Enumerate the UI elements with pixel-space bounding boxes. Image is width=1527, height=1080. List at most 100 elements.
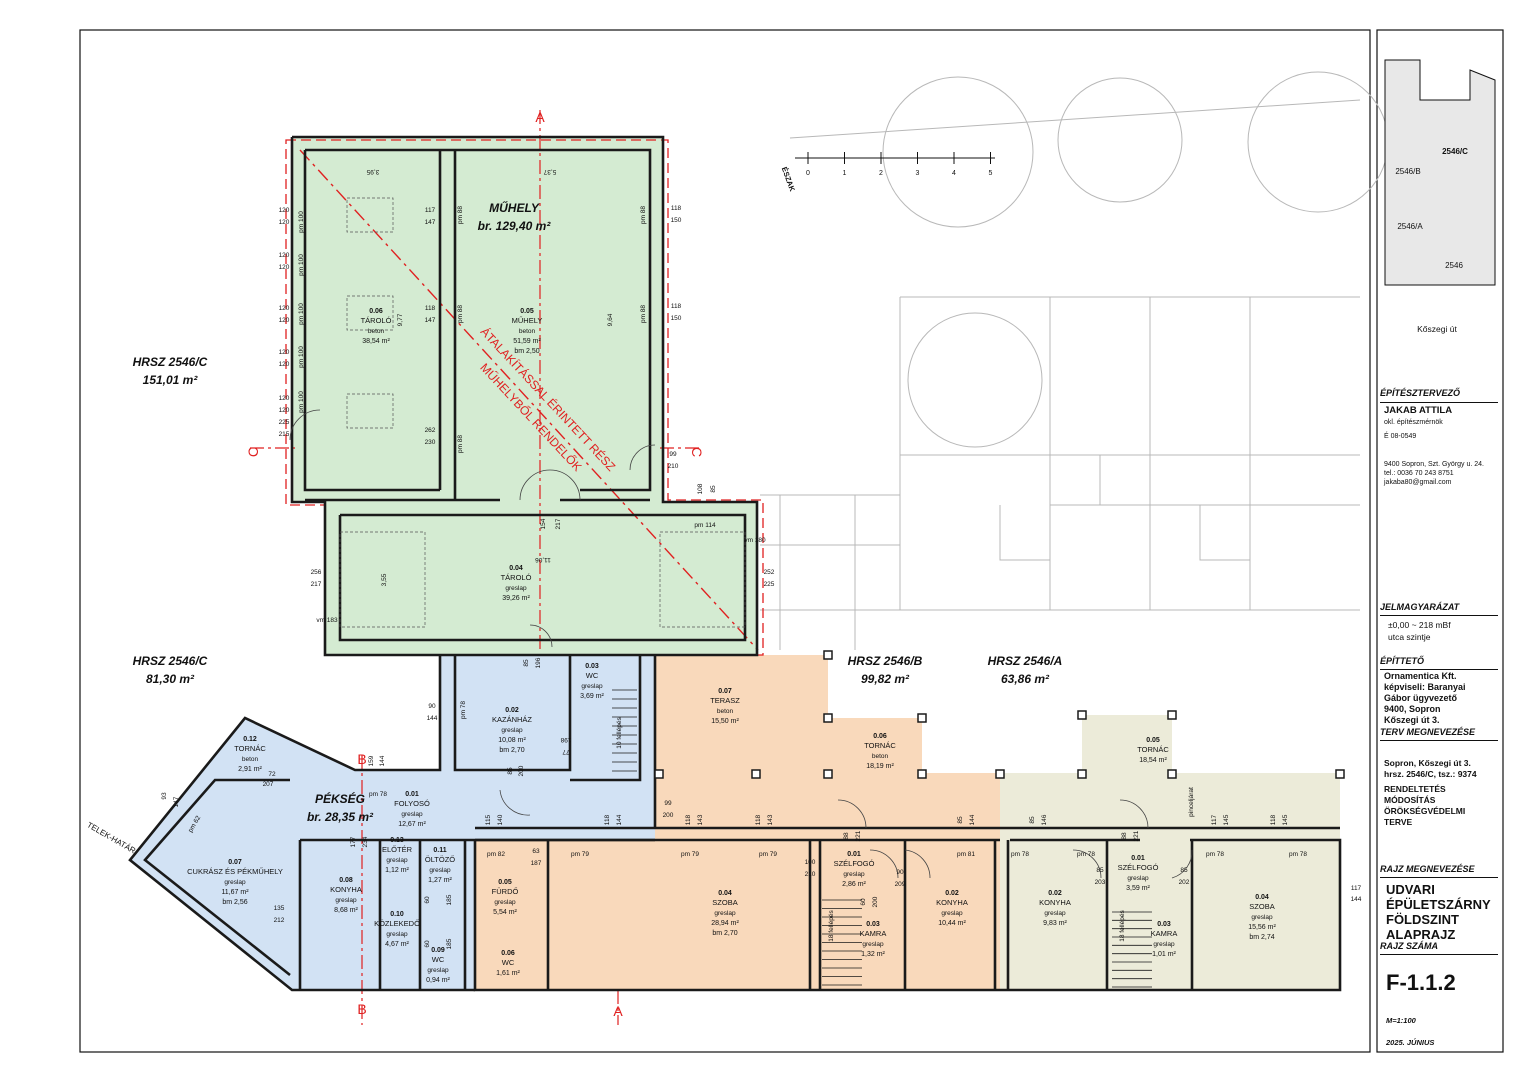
plan-heading: TERV MEGNEVEZÉSE bbox=[1380, 727, 1476, 737]
dimension: 225 bbox=[279, 419, 290, 426]
client-line-3: Gábor ügyvezető bbox=[1384, 693, 1458, 703]
room-name: WC bbox=[502, 958, 515, 967]
room-name: SZÉLFOGÓ bbox=[834, 859, 875, 868]
room-number: 0.02 bbox=[945, 890, 959, 897]
dimension: 147 bbox=[425, 219, 436, 226]
dimension: 72 bbox=[268, 771, 276, 778]
dimension: pm 114 bbox=[694, 522, 716, 529]
dimension: pm 88 bbox=[640, 206, 647, 224]
parcel-area: 81,30 m² bbox=[146, 672, 195, 686]
dimension: 177 bbox=[350, 836, 357, 847]
room-floor: greslap bbox=[335, 897, 357, 904]
dimension: 120 bbox=[279, 349, 290, 356]
dimension: 85 bbox=[957, 816, 964, 824]
section-marker: A bbox=[613, 1003, 623, 1019]
dimension: 85 bbox=[1029, 816, 1036, 824]
room-number: 0.01 bbox=[405, 791, 419, 798]
dimension: 120 bbox=[279, 264, 290, 271]
room-floor: greslap bbox=[224, 879, 246, 886]
dimension: 252 bbox=[764, 569, 775, 576]
rule bbox=[1380, 402, 1498, 403]
room-name: ÖLTÖZŐ bbox=[425, 855, 455, 864]
dimension: pm 88 bbox=[640, 305, 647, 323]
room-name: KÖZLEKEDŐ bbox=[374, 919, 420, 928]
stairs bbox=[612, 689, 1152, 988]
dimension: vm 180 bbox=[744, 537, 766, 544]
dimension: pm 82 bbox=[487, 851, 505, 858]
dimension: 85 bbox=[1096, 867, 1104, 874]
dimension: 88 bbox=[843, 832, 850, 840]
room-area: 9,83 m² bbox=[1043, 920, 1067, 927]
plan-line-1: Sopron, Kőszegi út 3. bbox=[1384, 758, 1471, 768]
room-name: MŰHELY bbox=[512, 316, 543, 325]
room-area: 11,67 m² bbox=[221, 889, 249, 896]
north-label: ÉSZAK bbox=[780, 166, 797, 194]
dimension: 154 bbox=[540, 518, 547, 529]
room-area: 0,94 m² bbox=[426, 977, 450, 984]
dimension: 140 bbox=[497, 814, 504, 825]
room-name: KAMRA bbox=[1151, 929, 1178, 938]
plan-type-3: ÖRÖKSÉGVÉDELMI bbox=[1384, 806, 1466, 816]
room-number: 0.05 bbox=[498, 879, 512, 886]
section-marker: C bbox=[689, 447, 705, 457]
room-name: TÁROLÓ bbox=[361, 316, 392, 325]
room-name: WC bbox=[586, 671, 599, 680]
dimension: pm 100 bbox=[298, 391, 305, 413]
rule bbox=[1380, 877, 1498, 878]
dimension: 3,95 bbox=[366, 168, 379, 175]
room-floor: beton bbox=[368, 328, 385, 335]
doors bbox=[289, 409, 1193, 879]
parcel-area: 151,01 m² bbox=[143, 373, 199, 387]
zone-blue-pekseg bbox=[130, 655, 655, 990]
room-height: bm 2,70 bbox=[712, 930, 737, 937]
dimension: 88 bbox=[1121, 832, 1128, 840]
dimension: 18 fellépés bbox=[828, 910, 835, 942]
rule bbox=[1380, 740, 1498, 741]
dimension: 215 bbox=[279, 431, 290, 438]
room-number: 0.03 bbox=[1157, 921, 1171, 928]
room-area: 15,50 m² bbox=[711, 718, 739, 725]
room-number: 0.08 bbox=[339, 877, 353, 884]
room-number: 0.06 bbox=[369, 308, 383, 315]
dimension: 207 bbox=[263, 781, 274, 788]
dimension: 144 bbox=[616, 814, 623, 825]
room-name: WC bbox=[432, 955, 445, 964]
keyplan-label: 2546 bbox=[1445, 261, 1463, 270]
architect-heading: ÉPÍTÉSZTERVEZŐ bbox=[1380, 388, 1461, 398]
dimension: 118 bbox=[685, 814, 692, 825]
room-area: 18,19 m² bbox=[866, 763, 894, 770]
dimension: 115 bbox=[485, 814, 492, 825]
room-floor: beton bbox=[717, 708, 734, 715]
legend-heading: JELMAGYARÁZAT bbox=[1380, 602, 1460, 612]
room-number: 0.12 bbox=[243, 736, 257, 743]
dimension: 200 bbox=[872, 896, 879, 907]
room-floor: greslap bbox=[714, 910, 736, 917]
dimension: 203 bbox=[1095, 879, 1106, 886]
dimension: 118 bbox=[604, 814, 611, 825]
dimension: 209 bbox=[895, 881, 906, 888]
parcel-name: HRSZ 2546/C bbox=[133, 654, 208, 668]
dimension: 120 bbox=[279, 317, 290, 324]
dimension: 63 bbox=[532, 848, 540, 855]
architect-title: okl. építészmérnök bbox=[1384, 419, 1443, 426]
room-number: 0.09 bbox=[431, 947, 445, 954]
dimension: 9,77 bbox=[397, 313, 404, 326]
zone-title: MŰHELY bbox=[489, 200, 540, 215]
diagonal-red-line bbox=[299, 149, 759, 651]
room-area: 12,67 m² bbox=[398, 821, 426, 828]
room-floor: greslap bbox=[1251, 914, 1273, 921]
dimension: 144 bbox=[427, 715, 438, 722]
dimension: 99 bbox=[664, 800, 672, 807]
dimension: pm 78 bbox=[1011, 851, 1029, 858]
dimension: 118 bbox=[671, 205, 682, 212]
dimension: pm 78 bbox=[460, 701, 467, 719]
keyplan-label: 2546/C bbox=[1442, 147, 1468, 156]
room-height: bm 2,74 bbox=[1249, 934, 1274, 941]
room-name: SZOBA bbox=[712, 898, 737, 907]
room-floor: greslap bbox=[501, 727, 523, 734]
zone-area: br. 28,35 m² bbox=[307, 810, 374, 824]
dimension: pm 88 bbox=[457, 435, 464, 453]
room-area: 1,61 m² bbox=[496, 970, 520, 977]
